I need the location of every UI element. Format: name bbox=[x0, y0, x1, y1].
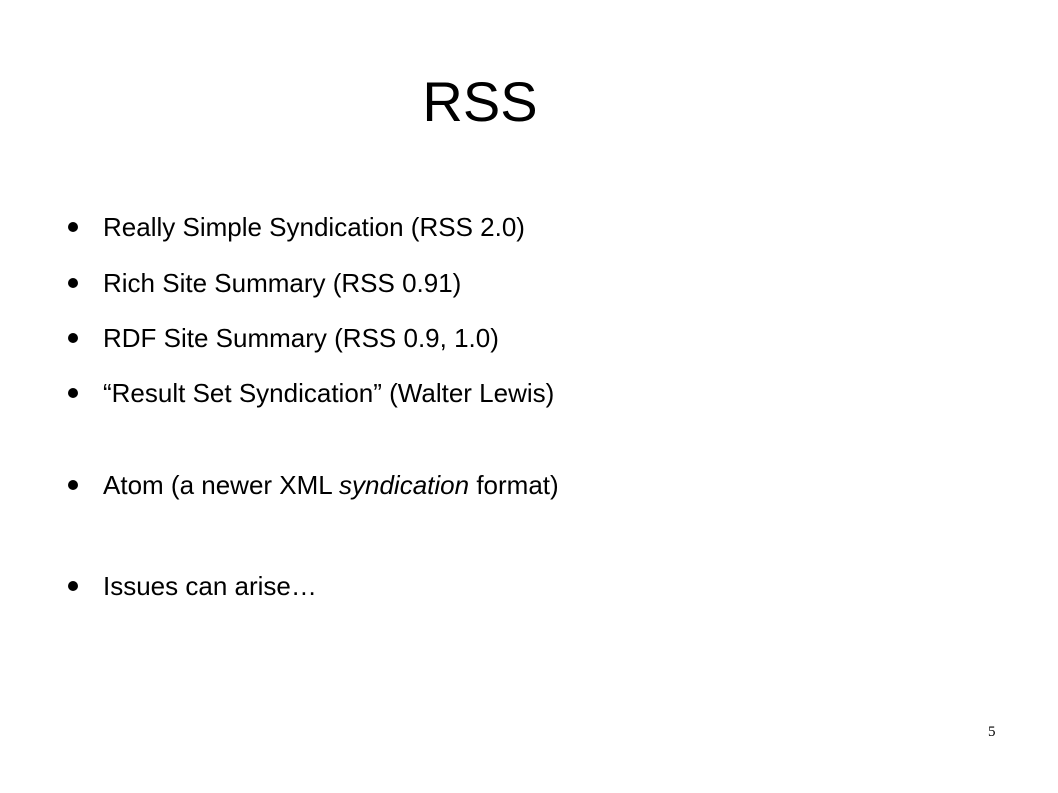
bullet-item: Really Simple Syndication (RSS 2.0) bbox=[68, 207, 525, 247]
bullet-item: Atom (a newer XML syndication format) bbox=[68, 465, 559, 505]
bullet-item: RDF Site Summary (RSS 0.9, 1.0) bbox=[68, 318, 499, 358]
bullet-text: Issues can arise… bbox=[103, 570, 317, 601]
bullet-text: Really Simple Syndication (RSS 2.0) bbox=[103, 211, 525, 242]
bullet-text: “Result Set Syndication” (Walter Lewis) bbox=[103, 377, 555, 408]
bullet-dot-icon bbox=[68, 278, 78, 288]
bullet-text-emphasis: syndication bbox=[339, 469, 470, 500]
bullet-text: RDF Site Summary (RSS 0.9, 1.0) bbox=[103, 322, 499, 353]
bullet-text-prefix: Atom (a newer XML bbox=[103, 469, 340, 500]
bullet-text: Atom (a newer XML syndication format) bbox=[103, 470, 559, 501]
bullet-dot-icon bbox=[68, 222, 78, 232]
bullet-list: Really Simple Syndication (RSS 2.0) Rich… bbox=[68, 0, 1028, 793]
bullet-dot-icon bbox=[68, 480, 78, 490]
bullet-dot-icon bbox=[68, 333, 78, 343]
bullet-dot-icon bbox=[68, 388, 78, 398]
bullet-text-suffix: format) bbox=[469, 469, 559, 500]
bullet-item: Issues can arise… bbox=[68, 566, 317, 606]
slide-title: RSS bbox=[422, 70, 538, 133]
bullet-item: “Result Set Syndication” (Walter Lewis) bbox=[68, 373, 554, 413]
page-number: 5 bbox=[988, 724, 996, 740]
bullet-dot-icon bbox=[68, 581, 78, 591]
bullet-item: Rich Site Summary (RSS 0.91) bbox=[68, 263, 461, 303]
bullet-text: Rich Site Summary (RSS 0.91) bbox=[103, 267, 462, 298]
